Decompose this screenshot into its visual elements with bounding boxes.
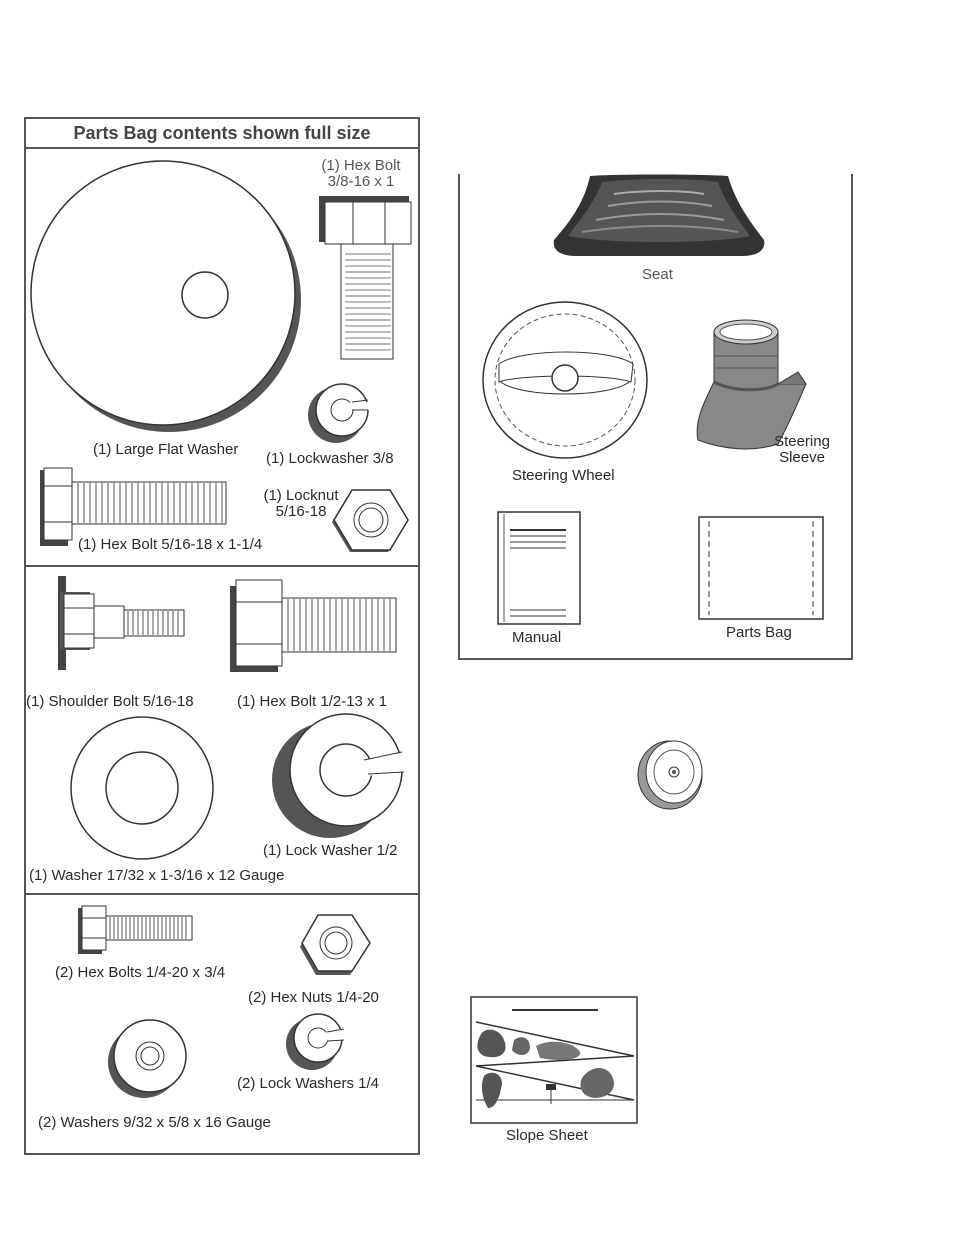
hex-bolts-1-4-label: (2) Hex Bolts 1/4-20 x 3/4 — [55, 964, 226, 981]
lock-washer-1-2-label: (1) Lock Washer 1/2 — [263, 842, 398, 859]
seat-icon — [553, 174, 765, 256]
hex-nut-icon — [300, 914, 371, 975]
hex-bolt-icon — [78, 905, 193, 954]
steering-sleeve-icon — [696, 319, 807, 450]
washers-9-32-label: (2) Washers 9/32 x 5/8 x 16 Gauge — [38, 1114, 271, 1131]
large-flat-washer-label: (1) Large Flat Washer — [93, 441, 239, 458]
washer-icon — [70, 716, 214, 860]
steering-sleeve-label: Steering Sleeve — [774, 433, 830, 466]
hex-bolt-icon — [319, 196, 412, 360]
washer-icon — [108, 1019, 187, 1098]
lockwasher-3-8-label: (1) Lockwasher 3/8 — [266, 450, 394, 467]
locknut-label: (1) Locknut 5/16-18 — [263, 487, 339, 520]
seat-label: Seat — [642, 266, 673, 283]
slope-sheet-label: Slope Sheet — [506, 1127, 588, 1144]
section-divider — [24, 565, 420, 567]
locknut-icon — [332, 489, 409, 552]
parts-bag-title: Parts Bag contents shown full size — [24, 117, 420, 149]
section-divider — [24, 893, 420, 895]
lockwasher-icon — [308, 383, 370, 443]
hex-bolt-5-16-label: (1) Hex Bolt 5/16-18 x 1-1/4 — [78, 536, 263, 553]
parts-bag-label: Parts Bag — [726, 624, 792, 641]
manual-label: Manual — [512, 629, 562, 646]
manual-icon — [497, 511, 581, 625]
washer-17-32-label: (1) Washer 17/32 x 1-3/16 x 12 Gauge — [29, 867, 285, 884]
slope-sheet-icon — [470, 996, 638, 1124]
flat-washer-icon — [30, 160, 301, 432]
loose-parts-panel — [458, 174, 853, 660]
hex-bolt-3-8-label: (1) Hex Bolt 3/8-16 x 1 — [321, 157, 401, 190]
steering-wheel-label: Steering Wheel — [512, 467, 615, 484]
hex-bolt-icon — [230, 579, 397, 672]
shoulder-bolt-label: (1) Shoulder Bolt 5/16-18 — [26, 693, 194, 710]
steering-wheel-icon — [482, 301, 648, 459]
steering-wheel-cap-icon — [637, 740, 703, 810]
lockwasher-icon — [286, 1013, 346, 1070]
shoulder-bolt-icon — [58, 576, 185, 670]
parts-bag-icon — [698, 516, 824, 620]
hex-bolt-icon — [40, 467, 227, 546]
lockwasher-icon — [272, 713, 406, 838]
hex-nuts-label: (2) Hex Nuts 1/4-20 — [248, 989, 379, 1006]
lock-washers-1-4-label: (2) Lock Washers 1/4 — [237, 1075, 379, 1092]
hex-bolt-1-2-label: (1) Hex Bolt 1/2-13 x 1 — [237, 693, 388, 710]
